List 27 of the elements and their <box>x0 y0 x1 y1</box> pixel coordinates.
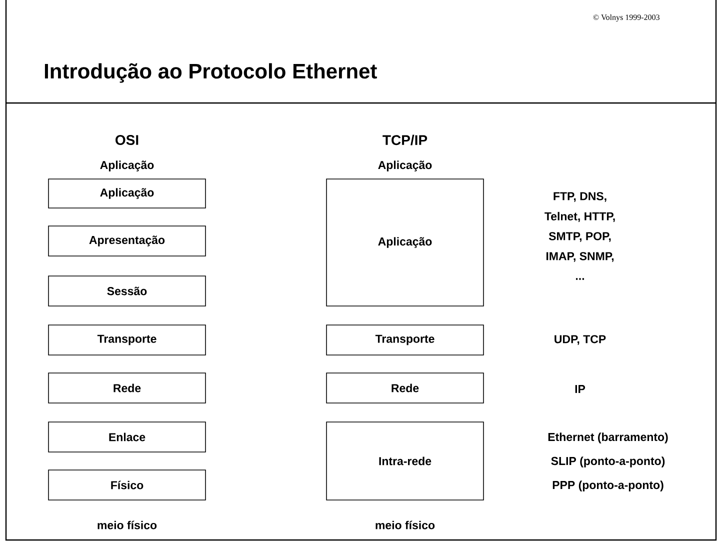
layer-box: Apresentação <box>48 226 206 256</box>
text-label: SMTP, POP, <box>548 232 611 242</box>
layer-box: Intra-rede <box>326 422 484 500</box>
layer-box: Sessão <box>48 276 206 306</box>
text-label: FTP, DNS, <box>554 192 606 202</box>
text-label: IMAP, SNMP, <box>546 252 614 262</box>
layer-box: Rede <box>326 372 484 404</box>
column-heading: OSI <box>116 135 138 145</box>
text-label: meio físico <box>98 520 157 530</box>
column-heading: TCP/IP <box>382 134 428 146</box>
layer-box: Transporte <box>326 324 484 356</box>
text-label: SLIP (ponto-a-ponto) <box>551 456 665 468</box>
layer-box: Aplicação <box>326 178 484 306</box>
text-label: PPP (ponto-a-ponto) <box>552 480 664 492</box>
slide-title: Introdução ao Protocolo Ethernet <box>44 63 377 83</box>
layer-box: Transporte <box>48 324 206 356</box>
text-label: Ethernet (barramento) <box>548 432 668 444</box>
text-label: meio físico <box>376 520 435 530</box>
layer-box: Físico <box>48 470 206 500</box>
layer-box: Aplicação <box>48 178 206 208</box>
copyright-note: © Volnys 1999-2003 <box>593 14 660 22</box>
text-label: ... <box>576 278 584 280</box>
text-label: UDP, TCP <box>554 335 606 345</box>
text-label: Telnet, HTTP, <box>544 212 615 222</box>
layer-box: Rede <box>48 372 206 404</box>
text-label: IP <box>575 385 586 393</box>
layer-box: Enlace <box>48 422 206 452</box>
